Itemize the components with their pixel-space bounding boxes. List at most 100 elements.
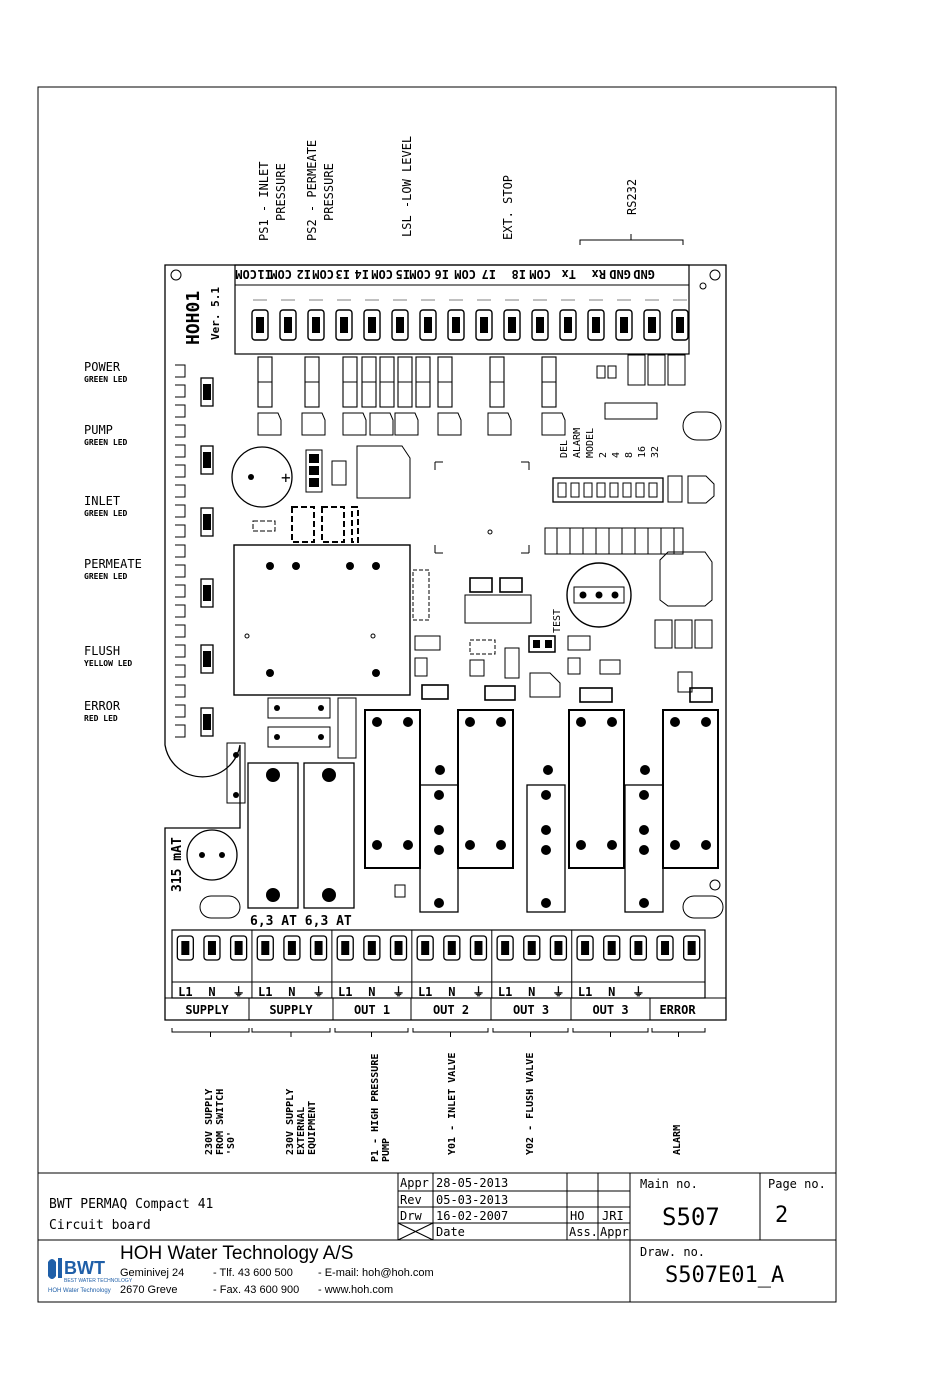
relay-pin [372,840,382,850]
bottom-terminal-pin [234,941,243,955]
bottom-terminal-screw [203,935,221,961]
top-terminal-label: COM [270,267,292,281]
strip-pin [640,765,650,775]
bottom-terminal-screw [256,935,274,961]
edge-pad [175,684,186,698]
terminal-screw [615,309,633,341]
appr-date: 28-05-2013 [436,1176,509,1190]
terminal-pin [648,317,656,333]
top-terminal-label: I4 [355,267,369,281]
bottom-braces [171,1028,706,1037]
led-pins [203,514,211,530]
top-annotation-ps2: PS2 - PERMEATE [305,140,319,241]
via [487,529,493,535]
bottom-terminal-label: L1 [578,985,592,999]
small-cap [226,742,246,804]
terminal-screw [419,309,437,341]
bottom-brace [572,1028,649,1037]
relay [568,709,625,869]
bottom-brace [492,1028,569,1037]
main-fuse-pin [219,852,225,858]
bottom-terminal-screw [176,935,194,961]
strip-pin [541,845,551,855]
bottom-terminal-label: L1 [178,985,192,999]
strip-pin [639,825,649,835]
drawing-frame [37,86,837,1303]
bottom-terminal-pin [314,941,323,955]
terminal-screw [447,309,465,341]
fuse-f3 [303,762,355,909]
test-label: TEST [552,609,563,633]
top-terminal-label: Rx [592,267,606,281]
bottom-group-label: OUT 3 [592,1003,628,1017]
top-terminal-label: I3 [336,267,350,281]
small-part [469,577,493,593]
relay-pin [403,840,413,850]
bottom-terminal-label: L1 [418,985,432,999]
bwt-logo-icon [48,1258,62,1279]
led-labels: POWER GREEN LED PUMP GREEN LED INLET GRE… [84,360,142,723]
terminal-pin [284,317,292,333]
bottom-terminal-screw [656,935,674,961]
bottom-brace [412,1028,489,1037]
bwt-logo: BWT [64,1258,105,1278]
drawing-subject: Circuit board [49,1218,151,1233]
led-pins [203,452,211,468]
appr2-label: Appr [600,1225,629,1239]
led-pins [203,651,211,667]
terminal-screw [531,309,549,341]
bottom-terminal-pin [367,941,376,955]
top-terminal-label: I6 [435,267,449,281]
terminal-pin [340,317,348,333]
bottom-annotations: 230V SUPPLY FROM SWITCH 'S0' 230V SUPPLY… [204,1053,683,1162]
relay-pin [670,840,680,850]
strip-pin [541,898,551,908]
dip-cell [622,482,632,498]
ic-row-cells [556,528,675,554]
terminal-screw [251,309,269,341]
resistor [267,726,331,748]
led-flush-color: YELLOW LED [84,659,132,668]
bottom-terminal-screw [363,935,381,961]
dip-cell [648,482,658,498]
relay-contact-strip [419,784,459,913]
led-body [200,644,214,674]
resistor [267,697,331,719]
terminal-screw [587,309,605,341]
bottom-terminal-label: ⏚ [552,985,564,999]
bottom-terminal-label: N [208,985,215,999]
top-terminal-label: GND [609,267,631,281]
transformer [233,544,411,696]
transistor [257,412,282,436]
edge-pad [175,404,186,418]
transistor [369,412,394,436]
pin [545,640,552,648]
buzzer-pin [248,474,254,480]
terminal-pin [480,317,488,333]
transistor [487,412,512,436]
led-pump-name: PUMP [84,423,113,437]
ic-socket [434,461,530,554]
bottom-terminal-screw [603,935,621,961]
top-terminal-label: COM [454,267,476,281]
dip-label: MODEL [585,428,596,458]
terminal-screw [671,309,689,341]
edge-pad [175,604,186,618]
bottom-terminal-pin [527,941,536,955]
led-error-name: ERROR [84,699,121,713]
bottom-annotation-supply-s0-3: 'S0' [226,1131,237,1155]
bottom-terminal-pin [447,941,456,955]
led-body [200,578,214,608]
small-part [667,475,683,503]
terminal-screw [643,309,661,341]
bottom-annotation-supply-ext-3: EQUIPMENT [307,1101,318,1155]
pin [595,591,603,599]
edge-pad [175,424,186,438]
edge-pad [175,544,186,558]
bottom-terminal-screw [283,935,301,961]
led-pump-color: GREEN LED [84,438,128,447]
pin [233,792,239,798]
strip-pin [541,825,551,835]
bottom-terminal-label: L1 [338,985,352,999]
company-email: - E-mail: hoh@hoh.com [318,1267,434,1279]
